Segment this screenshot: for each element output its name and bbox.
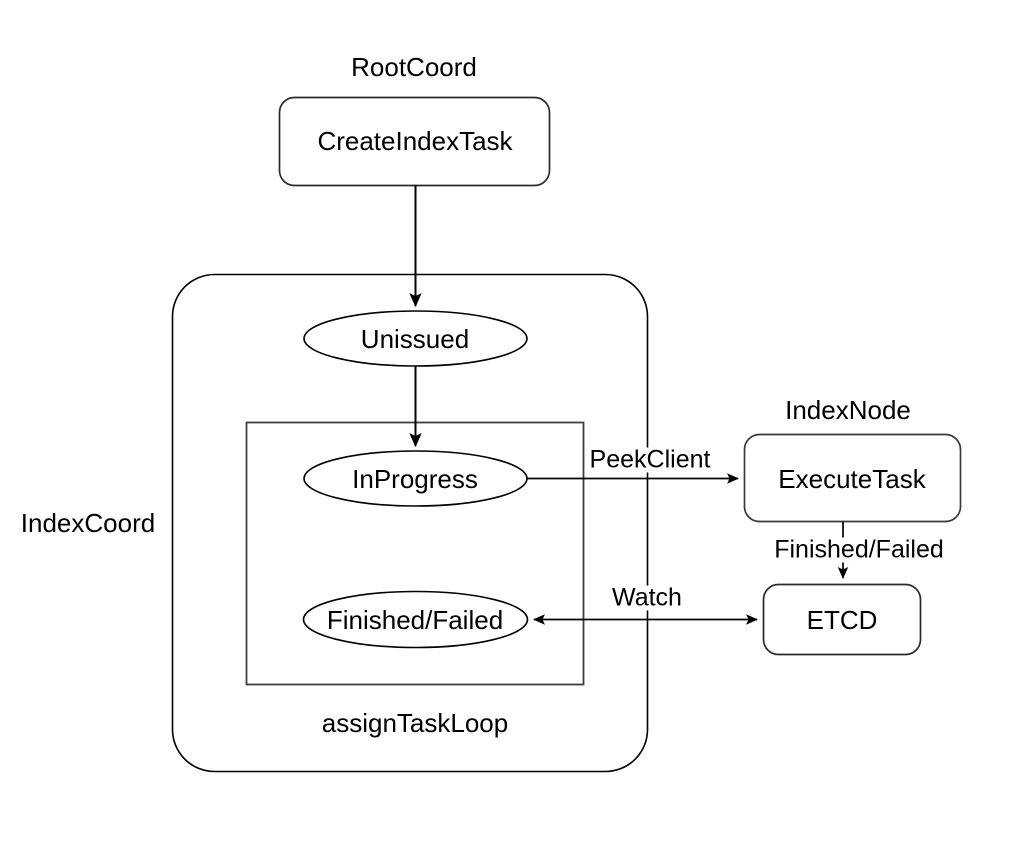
group-title-assign-task-loop: assignTaskLoop [321, 708, 509, 738]
node-label-in-progress[interactable]: InProgress [352, 464, 478, 494]
group-title-root-coord: RootCoord [351, 52, 477, 82]
node-label-finished-failed[interactable]: Finished/Failed [326, 605, 504, 635]
edge-label-watch: Watch [609, 585, 685, 611]
node-label-execute-task[interactable]: ExecuteTask [778, 464, 926, 494]
group-index-coord [171, 273, 649, 773]
node-etcd-shape[interactable] [762, 583, 922, 656]
node-label-unissued[interactable]: Unissued [360, 324, 470, 354]
node-label-etcd[interactable]: ETCD [806, 605, 878, 635]
edge-label-finished-failed: Finished/Failed [771, 537, 947, 563]
group-title-index-node: IndexNode [785, 395, 911, 425]
group-title-index-coord: IndexCoord [20, 508, 156, 538]
node-finished-failed-shape[interactable] [302, 590, 529, 649]
edge-label-peek-client: PeekClient [586, 447, 714, 473]
node-execute-task-shape[interactable] [743, 433, 962, 523]
node-label-create-index-task[interactable]: CreateIndexTask [317, 126, 513, 156]
